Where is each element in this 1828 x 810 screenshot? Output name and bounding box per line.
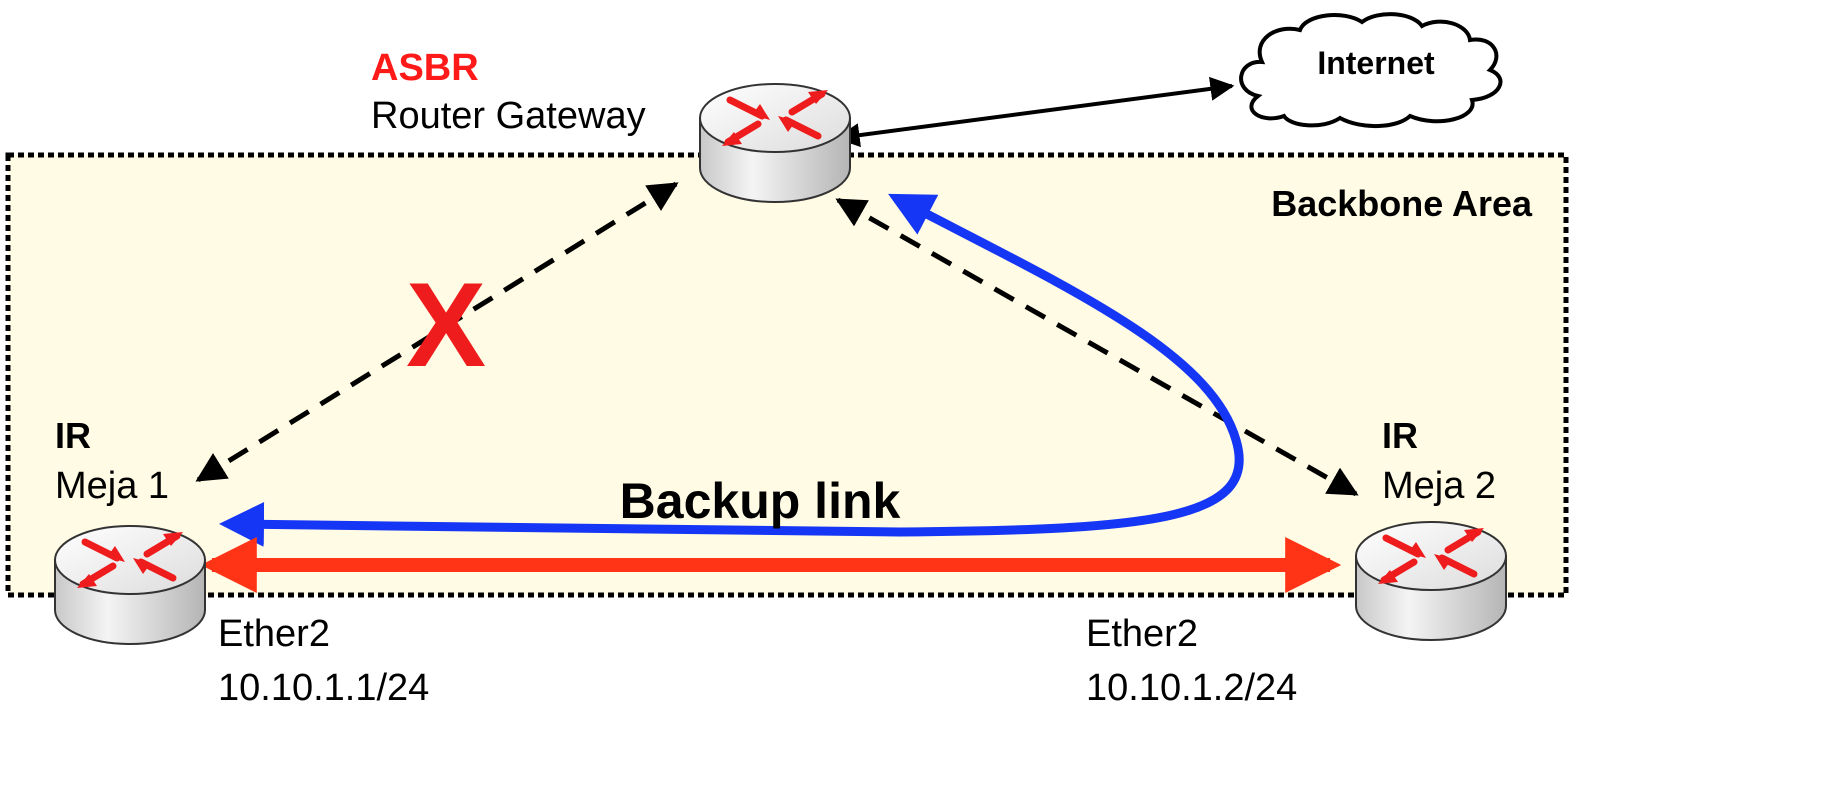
adjacency-asbr-meja2	[835, 197, 1359, 497]
cloud-icon	[1239, 12, 1503, 129]
ir-meja1-role: IR	[55, 415, 91, 456]
router-icon	[55, 526, 205, 644]
backbone-area-label: Backbone Area	[1271, 183, 1533, 224]
asbr-router	[700, 84, 850, 202]
link-failure-mark: X	[406, 258, 486, 392]
ir-meja2-ip: 10.10.1.2/24	[1086, 667, 1297, 709]
ir-meja2-interface: Ether2	[1086, 613, 1198, 655]
ir-meja2-role: IR	[1382, 415, 1418, 456]
internet-cloud: Internet	[1239, 12, 1503, 129]
router-icon	[1356, 522, 1506, 640]
ir-meja1-router	[55, 526, 205, 644]
ir-meja1-interface: Ether2	[218, 613, 330, 655]
internet-link	[835, 76, 1235, 148]
backup-link-label: Backup link	[620, 473, 901, 529]
backup-path	[219, 193, 1244, 547]
internet-label: Internet	[1317, 45, 1435, 81]
router-icon	[700, 84, 850, 202]
ir-meja1-name: Meja 1	[55, 465, 169, 507]
ir-meja2-name: Meja 2	[1382, 465, 1496, 507]
asbr-role: ASBR	[371, 47, 479, 89]
ir-meja2-router	[1356, 522, 1506, 640]
asbr-name: Router Gateway	[371, 95, 646, 137]
ir-meja1-ip: 10.10.1.1/24	[218, 667, 429, 709]
